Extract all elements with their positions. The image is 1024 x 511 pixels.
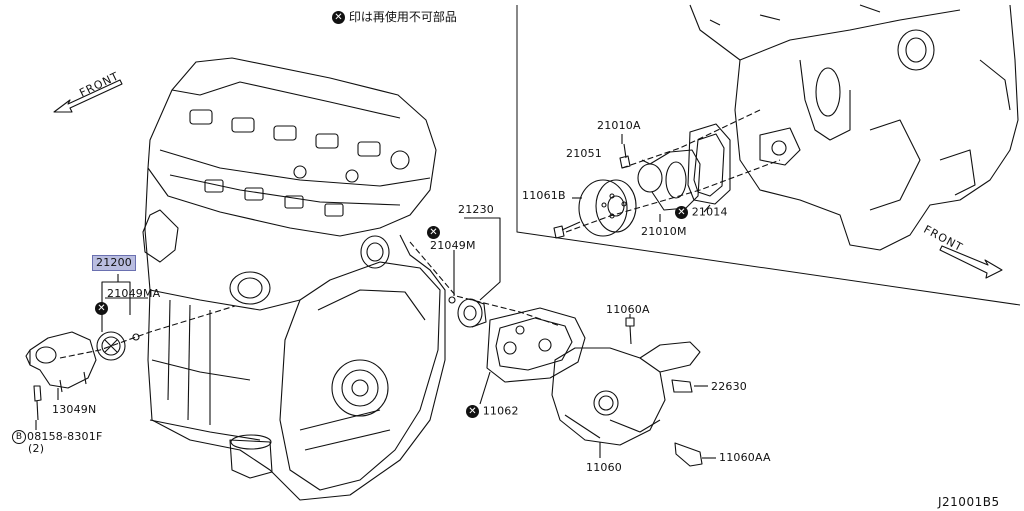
diagram-code: J21001B5 bbox=[938, 495, 1000, 509]
part-21230-label[interactable]: 21230 bbox=[458, 203, 494, 216]
x-circle-icon: ✕ bbox=[675, 206, 688, 219]
inset-engine-drawing bbox=[689, 4, 1019, 251]
sensor-22630-drawing bbox=[671, 379, 693, 393]
part-11062-label[interactable]: ✕ 11062 bbox=[466, 405, 519, 418]
part-22630-label[interactable]: 22630 bbox=[711, 380, 747, 393]
gasket-11062-drawing bbox=[486, 307, 586, 383]
bolt-11060a-drawing bbox=[625, 317, 635, 345]
gasket-21049ma-drawing bbox=[132, 333, 140, 341]
part-21049ma-label[interactable]: 21049MA bbox=[107, 287, 161, 300]
part-11060a-label[interactable]: 11060A bbox=[606, 303, 650, 316]
front-arrow-left-icon bbox=[53, 79, 123, 113]
water-pump-21010m-drawing bbox=[637, 149, 701, 211]
non-reusable-note: ✕ 印は再使用不可部品 bbox=[332, 8, 457, 25]
water-pump-pulley-21051-drawing bbox=[578, 179, 637, 237]
thermostat-drawing bbox=[96, 331, 126, 361]
x-circle-icon: ✕ bbox=[332, 11, 345, 24]
part-21200-label[interactable]: 21200 bbox=[92, 255, 136, 271]
x-circle-icon: ✕ bbox=[95, 302, 108, 315]
bolt-11061b-drawing bbox=[553, 221, 581, 239]
part-08158-number: 08158-8301F bbox=[27, 430, 103, 443]
water-outlet-11060-drawing bbox=[551, 341, 701, 446]
x-circle-icon: ✕ bbox=[427, 226, 440, 239]
front-arrow-right-icon bbox=[939, 245, 1003, 279]
part-21049m-label[interactable]: 21049M bbox=[430, 239, 476, 252]
part-21010a-label[interactable]: 21010A bbox=[597, 119, 641, 132]
bolt-11060aa-drawing bbox=[674, 442, 703, 467]
x-circle-icon: ✕ bbox=[466, 405, 479, 418]
part-11062-number: 11062 bbox=[482, 404, 519, 418]
part-08158-qty: (2) bbox=[28, 442, 45, 455]
gasket-21049m-drawing bbox=[448, 296, 456, 304]
circled-b-icon: B bbox=[12, 430, 26, 444]
part-13049n-label[interactable]: 13049N bbox=[52, 403, 97, 416]
part-21010m-label[interactable]: 21010M bbox=[641, 225, 687, 238]
part-21014-label[interactable]: ✕ 21014 bbox=[675, 206, 728, 219]
part-21014-number: 21014 bbox=[691, 205, 728, 219]
part-11060aa-label[interactable]: 11060AA bbox=[719, 451, 771, 464]
water-inlet-drawing bbox=[457, 298, 487, 328]
non-reusable-note-text: 印は再使用不可部品 bbox=[348, 10, 457, 24]
part-21051-label[interactable]: 21051 bbox=[566, 147, 602, 160]
part-11060-label[interactable]: 11060 bbox=[586, 461, 622, 474]
gasket-21014-drawing bbox=[687, 123, 731, 205]
engine-block-drawing bbox=[142, 57, 446, 501]
part-11061b-label[interactable]: 11061B bbox=[522, 189, 566, 202]
thermostat-housing-drawing bbox=[25, 331, 97, 393]
bolt-21010a-drawing bbox=[619, 143, 631, 169]
inset-divider bbox=[516, 5, 1021, 306]
bolt-08158-drawing bbox=[33, 385, 42, 421]
